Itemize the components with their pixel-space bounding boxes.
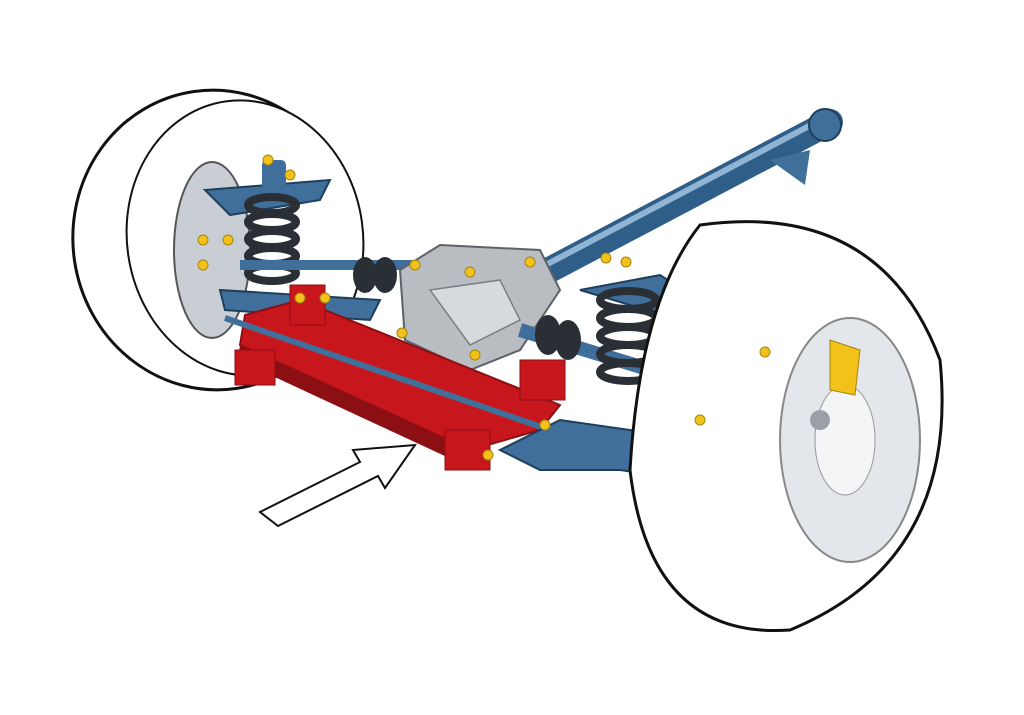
driveshaft-flange <box>808 108 842 142</box>
brake-caliper <box>829 339 861 396</box>
anti-roll-bar <box>224 315 551 433</box>
direction-arrow-icon <box>258 443 418 528</box>
right-wheel <box>628 220 944 633</box>
center-bearing-bracket <box>770 150 810 185</box>
bolts <box>197 154 771 461</box>
subframe-mount-left <box>289 284 326 326</box>
left-cv-boot <box>353 257 397 293</box>
subframe-mount-front <box>444 429 491 471</box>
hub-nut <box>810 410 830 430</box>
driveshaft <box>527 108 843 288</box>
